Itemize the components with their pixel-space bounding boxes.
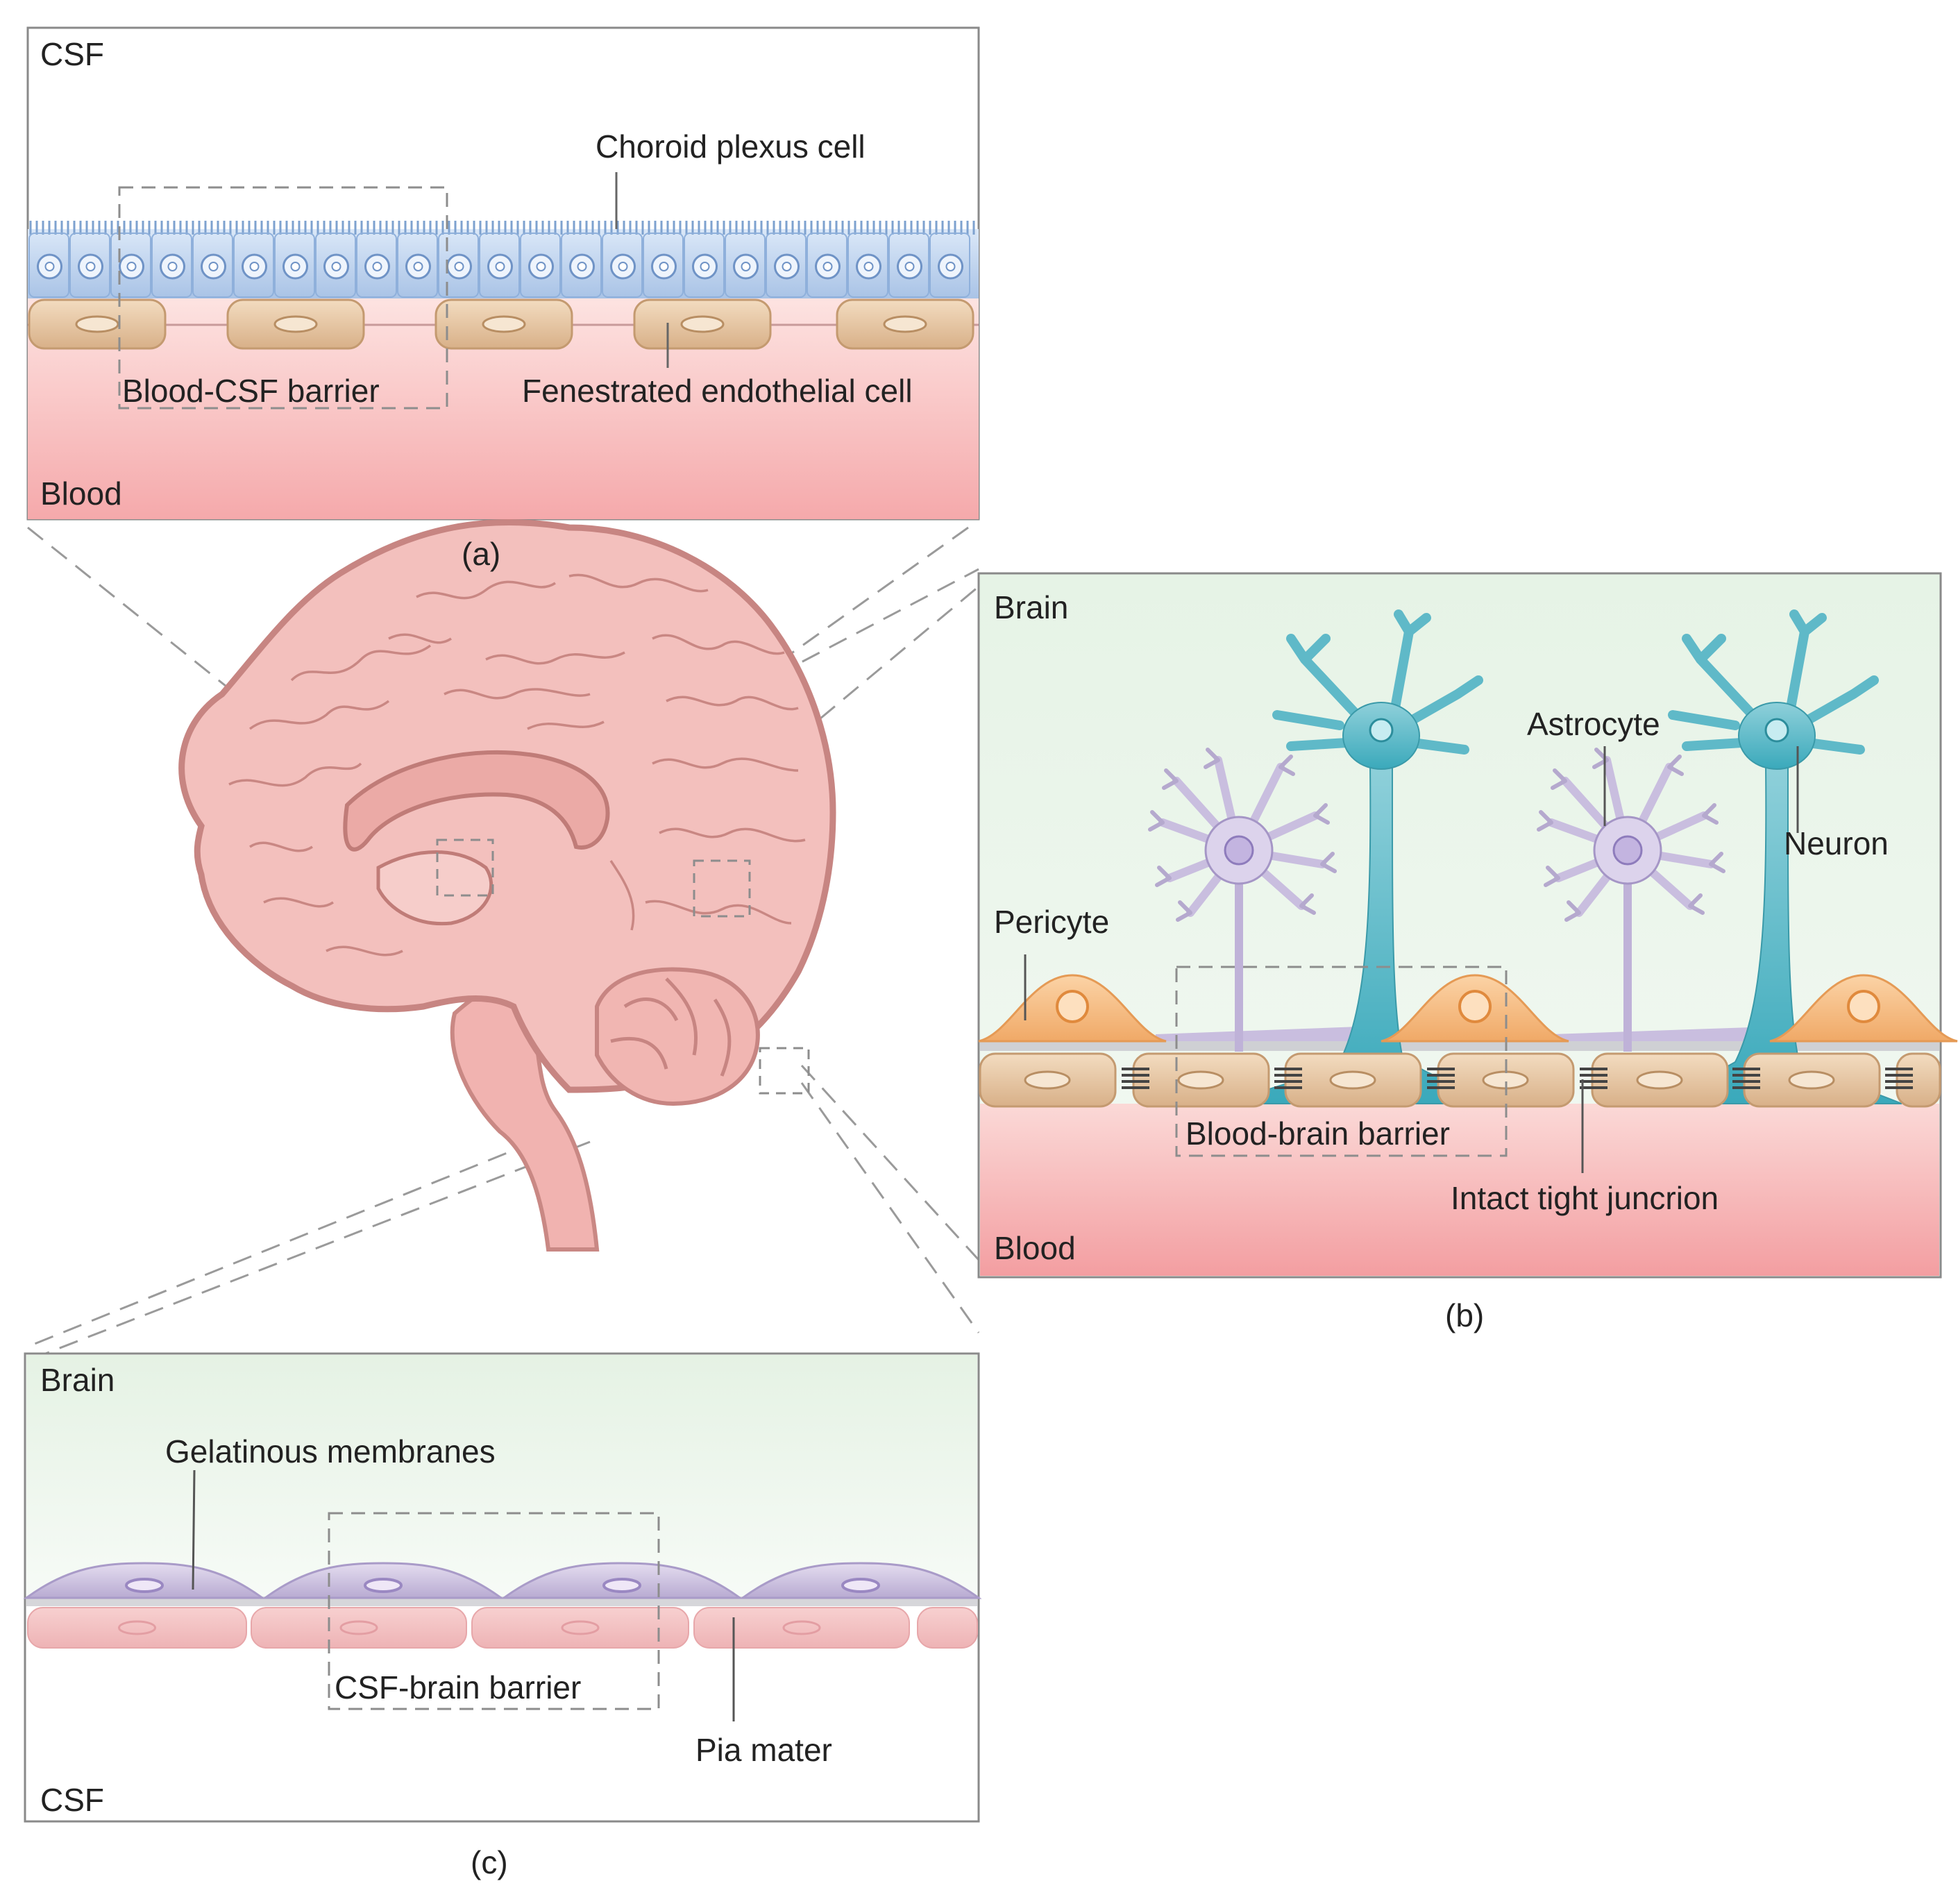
blood-brain-barrier-label: Blood-brain barrier <box>1185 1115 1450 1152</box>
panel-a-caption: (a) <box>462 536 501 572</box>
panel-c-caption: (c) <box>471 1844 508 1880</box>
fenestrated-endothelium <box>28 298 979 350</box>
endothelial-row <box>979 1052 1941 1108</box>
fenestrated-endothelial-cell-label: Fenestrated endothelial cell <box>522 373 913 409</box>
gelatinous-membranes-label: Gelatinous membranes <box>165 1433 496 1469</box>
pericyte-label: Pericyte <box>994 904 1110 940</box>
csf-brain-barrier-box <box>328 1512 660 1710</box>
panel-b-top-region-label: Brain <box>994 589 1069 625</box>
astrocyte-cells <box>1148 748 1725 1052</box>
panel-a-bottom-region-label: Blood <box>40 475 122 512</box>
panel-c-bottom-region-label: CSF <box>40 1782 104 1818</box>
panel-b-bottom-region-label: Blood <box>994 1230 1076 1266</box>
panel-c-illustration <box>23 1352 982 1823</box>
choroid-plexus-layer <box>28 221 979 298</box>
pia-mater-cells <box>27 1607 978 1649</box>
panel-b-illustration <box>977 572 1958 1279</box>
panel-a-illustration <box>26 26 980 521</box>
gelatinous-membrane-cells <box>23 1562 982 1599</box>
panel-b-caption: (b) <box>1445 1297 1485 1333</box>
pericyte-cells <box>978 974 1958 1043</box>
brain-sagittal-illustration <box>178 519 836 1252</box>
neuron-label: Neuron <box>1784 825 1889 861</box>
pia-mater-label: Pia mater <box>695 1732 832 1768</box>
choroid-plexus-cell-label: Choroid plexus cell <box>596 128 866 165</box>
astrocyte-label: Astrocyte <box>1527 706 1660 742</box>
intact-tight-junction-label: Intact tight juncrion <box>1451 1180 1719 1216</box>
neuron-cells <box>1233 609 1902 1104</box>
panel-a-top-region-label: CSF <box>40 36 104 72</box>
blood-csf-barrier-label: Blood-CSF barrier <box>122 373 380 409</box>
blood-csf-barrier-box <box>118 186 448 410</box>
panel-c-top-region-label: Brain <box>40 1362 115 1398</box>
blood-brain-barrier-box <box>1175 966 1508 1157</box>
csf-brain-barrier-label: CSF-brain barrier <box>335 1669 582 1705</box>
tight-junctions <box>1122 1068 1913 1089</box>
